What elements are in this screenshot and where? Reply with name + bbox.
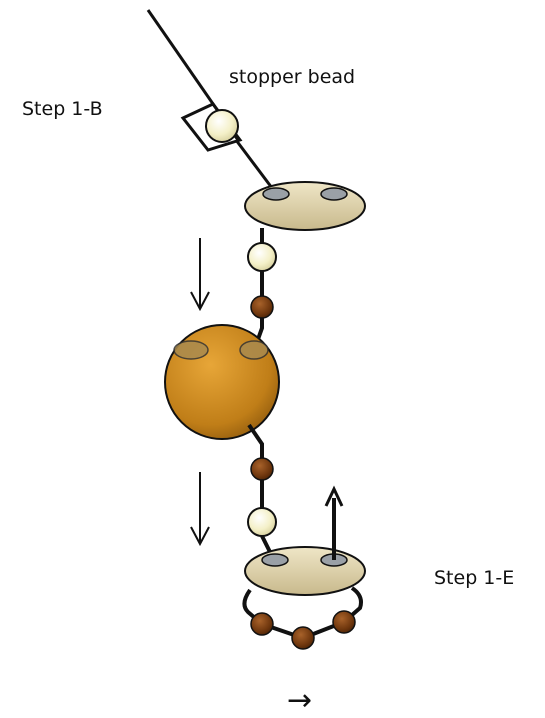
down-arrow-icon [190,472,210,547]
thread-segment-1 [234,139,277,193]
thread-segment-5 [247,423,264,458]
brown-bead-loop-left [250,612,274,636]
two-hole-bead-bottom [244,546,366,596]
right-arrow-icon: → [287,683,313,718]
brown-bead-loop-middle [291,626,315,650]
two-hole-bead-top [244,181,366,231]
stopper-bead-label: stopper bead [229,66,356,88]
up-arrow-icon [324,485,344,560]
brown-bead-loop-right [332,610,356,634]
large-gold-bead [164,324,280,440]
step-b-label: Step 1-B [22,98,103,120]
down-arrow-icon [190,238,210,312]
step-e-label: Step 1-E [434,567,515,589]
pearl-bead-lower [247,507,277,537]
stopper-loop [180,102,243,152]
brown-bead-upper [250,295,274,319]
brown-bead-lower [250,457,274,481]
stopper-bead [205,109,239,143]
pearl-bead-upper [247,242,277,272]
